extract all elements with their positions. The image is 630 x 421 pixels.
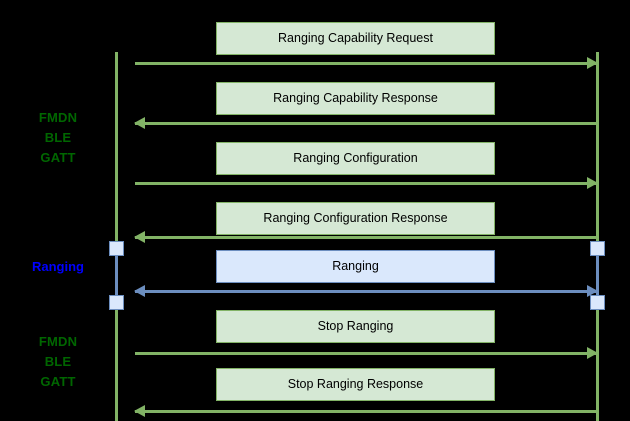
message-arrow-ranging-configuration <box>135 177 598 189</box>
arrowhead-right-icon <box>587 285 598 297</box>
message-arrow-stop-ranging-response <box>134 405 597 417</box>
label-line-ble: BLE <box>44 354 72 369</box>
arrow-shaft <box>135 236 597 239</box>
arrow-shaft <box>135 410 597 413</box>
message-box-ranging[interactable]: Ranging <box>216 250 495 283</box>
arrowhead-right-icon <box>587 177 598 189</box>
message-box-stop-ranging[interactable]: Stop Ranging <box>216 310 495 343</box>
activation-node-left-top <box>109 241 124 256</box>
message-box-ranging-capability-request[interactable]: Ranging Capability Request <box>216 22 495 55</box>
message-box-ranging-configuration-response[interactable]: Ranging Configuration Response <box>216 202 495 235</box>
arrow-shaft <box>135 290 597 293</box>
message-arrow-ranging-bidirectional <box>134 285 598 297</box>
label-ranging: Ranging <box>32 259 84 274</box>
label-fmdn-ble-gatt-top: FMDN BLE GATT <box>12 108 104 168</box>
arrowhead-left-icon <box>134 285 145 297</box>
arrowhead-right-icon <box>587 57 598 69</box>
arrowhead-right-icon <box>587 347 598 359</box>
message-box-stop-ranging-response[interactable]: Stop Ranging Response <box>216 368 495 401</box>
arrow-shaft <box>135 122 597 125</box>
arrow-shaft <box>135 62 597 65</box>
message-arrow-ranging-capability-response <box>134 117 597 129</box>
arrowhead-left-icon <box>134 231 145 243</box>
arrowhead-left-icon <box>134 117 145 129</box>
activation-node-left-bottom <box>109 295 124 310</box>
message-arrow-ranging-configuration-response <box>134 231 597 243</box>
label-line-gatt: GATT <box>40 150 76 165</box>
label-line-gatt: GATT <box>40 374 76 389</box>
label-line-fmdn: FMDN <box>38 334 78 349</box>
label-line-ble: BLE <box>44 130 72 145</box>
lifeline-right <box>596 52 599 421</box>
label-fmdn-ble-gatt-bottom: FMDN BLE GATT <box>12 332 104 392</box>
lifeline-left <box>115 52 118 421</box>
activation-node-right-top <box>590 241 605 256</box>
label-line-fmdn: FMDN <box>38 110 78 125</box>
arrow-shaft <box>135 182 597 185</box>
message-box-ranging-configuration[interactable]: Ranging Configuration <box>216 142 495 175</box>
activation-node-right-bottom <box>590 295 605 310</box>
arrow-shaft <box>135 352 597 355</box>
message-arrow-stop-ranging <box>135 347 598 359</box>
activation-bar-left <box>115 248 118 302</box>
activation-bar-right <box>596 248 599 302</box>
message-box-ranging-capability-response[interactable]: Ranging Capability Response <box>216 82 495 115</box>
message-arrow-ranging-capability-request <box>135 57 598 69</box>
arrowhead-left-icon <box>134 405 145 417</box>
